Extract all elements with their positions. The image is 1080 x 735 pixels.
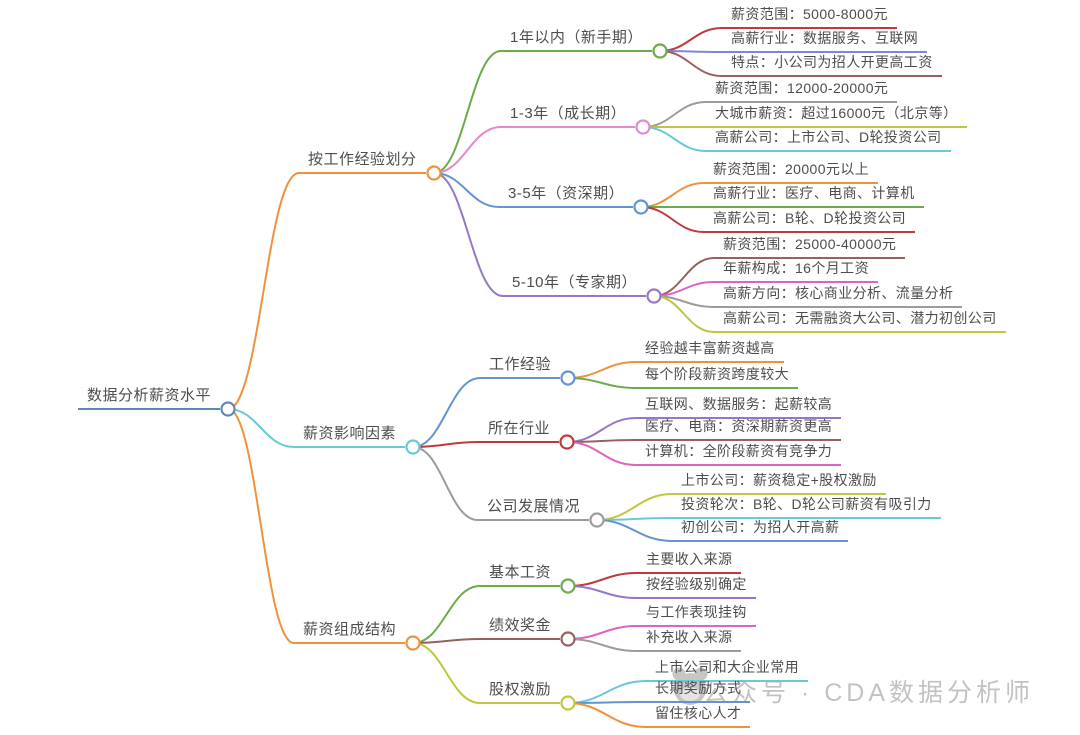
node-circle-a3 [633,199,649,215]
edge-c1-1 [567,572,638,587]
node-b1-2: 每个阶段薪资跨度较大 [636,365,798,389]
node-a3: 3-5年（资深期） [499,184,634,208]
edge-b3-3 [596,519,673,542]
node-b: 薪资影响因素 [294,424,406,448]
edge-c3-3 [567,702,647,728]
node-c3-1: 上市公司和大企业常用 [646,658,808,682]
node-circle-c [405,635,421,651]
edge-a4 [433,172,504,297]
node-a2-2: 大城市薪资：超过16000元（北京等） [706,104,967,128]
node-a4-4: 高薪公司：无需融资大公司、潜力初创公司 [714,309,1006,333]
edge-a3-3 [640,206,705,233]
edge-a4-1 [653,257,715,297]
node-c1-1: 主要收入来源 [637,550,742,574]
node-b2-2: 医疗、电商：资深期薪资更高 [636,417,842,441]
edge-a3-1 [640,182,705,208]
node-a1-2: 高薪行业：数据服务、互联网 [722,29,928,53]
node-b2-3: 计算机：全阶段薪资有竞争力 [636,442,842,466]
node-circle-a4 [646,288,662,304]
node-a3-3: 高薪公司：B轮、D轮投资公司 [704,209,916,233]
node-b3: 公司发展情况 [478,497,590,521]
node-c2-1: 与工作表现挂钩 [637,603,756,627]
edge-b1 [412,377,481,448]
node-c2: 绩效奖金 [480,616,561,640]
node-a1-1: 薪资范围：5000-8000元 [722,5,897,29]
edge-c1-2 [567,585,638,599]
edge-a1-3 [659,50,723,77]
edge-b1-1 [567,361,637,379]
node-a1: 1年以内（新手期） [501,28,652,52]
edge-a1 [433,50,502,174]
node-a2: 1-3年（成长期） [501,104,636,128]
node-a3-1: 薪资范围：20000元以上 [704,160,879,184]
edge-c2-2 [567,638,638,652]
node-c3-3: 留住核心人才 [646,704,751,728]
watermark-text: 公众号 · CDA数据分析师 [703,679,1035,707]
edge-b3-1 [596,493,673,521]
edge-a [227,172,300,410]
node-a4-2: 年薪构成：16个月工资 [714,259,878,283]
node-a4-3: 高薪方向：核心商业分析、流量分析 [714,284,963,308]
edge-a2 [433,126,502,174]
node-circle-c1 [560,578,576,594]
edge-a2-1 [642,101,707,128]
node-c3: 股权激励 [480,680,561,704]
node-circle-c2 [560,631,576,647]
edge-a2-3 [642,126,707,152]
node-b2: 所在行业 [479,419,560,443]
node-circle-root [220,401,236,417]
edge-c3 [412,642,481,704]
node-a4: 5-10年（专家期） [503,273,647,297]
node-circle-b [405,439,421,455]
node-c: 薪资组成结构 [294,620,406,644]
edge-b2-3 [566,441,637,466]
node-root: 数据分析薪资水平 [78,386,221,410]
node-a: 按工作经验划分 [299,150,426,174]
node-b3-3: 初创公司：为招人开高薪 [672,518,849,542]
node-c1-2: 按经验级别确定 [637,575,756,599]
edge-b1-2 [567,377,637,389]
edge-b3 [412,446,479,521]
node-circle-a1 [652,43,668,59]
node-circle-b1 [560,370,576,386]
node-circle-a [426,165,442,181]
node-c3-2: 长期奖励方式 [646,679,751,703]
node-a1-3: 特点：小公司为招人开更高工资 [722,53,942,77]
node-b3-2: 投资轮次：B轮、D轮公司薪资有吸引力 [672,495,941,519]
node-b2-1: 互联网、数据服务：起薪较高 [636,395,842,419]
node-a3-2: 高薪行业：医疗、电商、计算机 [704,184,924,208]
edge-b2-1 [566,417,637,443]
edge-c [227,408,295,644]
edge-b [227,408,295,448]
node-b1-1: 经验越丰富薪资越高 [636,339,784,363]
node-circle-c3 [560,695,576,711]
edge-c3-1 [567,680,647,704]
node-b3-1: 上市公司：薪资稳定+股权激励 [672,471,886,495]
node-a2-1: 薪资范围：12000-20000元 [706,79,898,103]
node-b1: 工作经验 [480,355,561,379]
edge-c2 [412,638,481,644]
edge-c1 [412,585,481,644]
edge-c2-1 [567,625,638,640]
node-a4-1: 薪资范围：25000-40000元 [714,235,906,259]
node-circle-a2 [635,119,651,135]
edge-b2 [412,441,480,448]
edge-a3 [433,172,500,208]
node-c2-2: 补充收入来源 [637,628,742,652]
node-a2-3: 高薪公司：上市公司、D轮投资公司 [706,128,951,152]
node-c1: 基本工资 [480,563,561,587]
node-circle-b3 [589,512,605,528]
edge-c3-2 [567,701,647,704]
edge-a1-1 [659,27,723,52]
node-circle-b2 [559,434,575,450]
